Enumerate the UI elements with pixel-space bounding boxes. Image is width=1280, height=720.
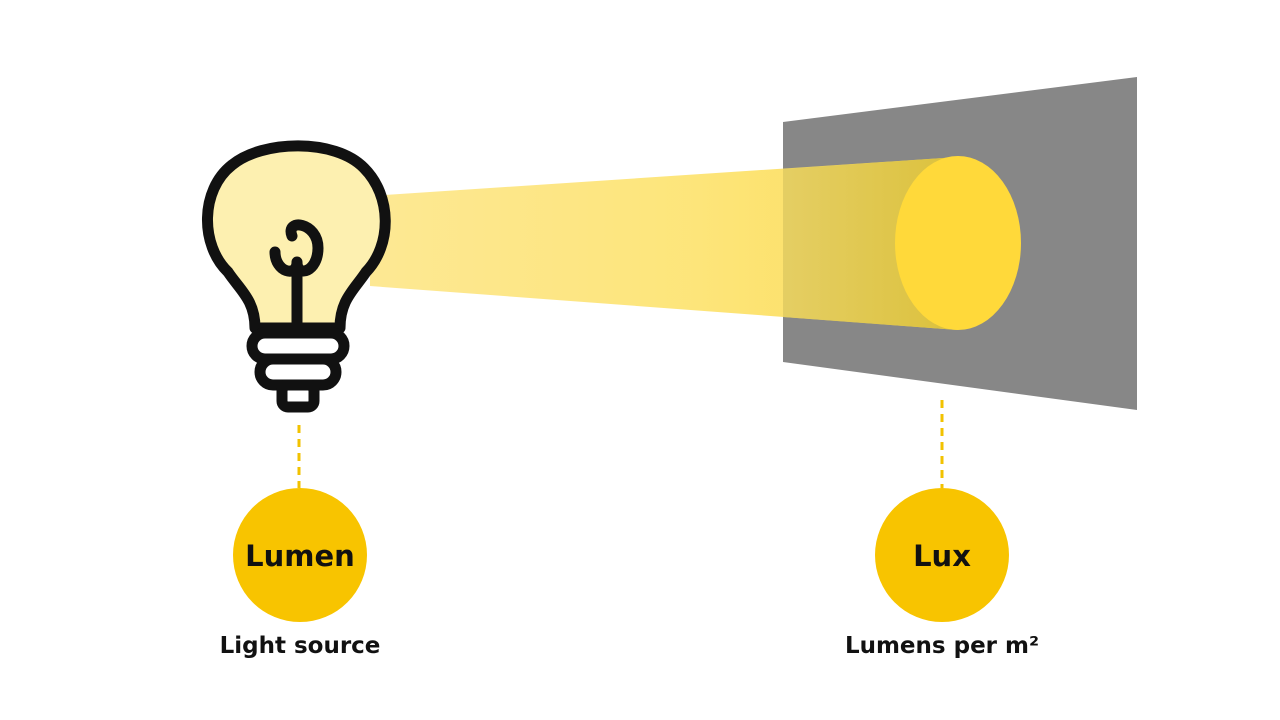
light-bulb-icon xyxy=(202,140,391,413)
lumen-badge-label: Lumen xyxy=(245,539,355,573)
light-beam xyxy=(370,156,1021,330)
lux-badge: Lux xyxy=(875,488,1009,622)
lux-badge-circle xyxy=(875,488,1009,622)
bulb-tip xyxy=(276,379,320,413)
light-spot xyxy=(895,156,1021,330)
bulb-filament xyxy=(269,219,324,334)
light-source-caption: Light source xyxy=(220,633,381,659)
lumen-badge: Lumen xyxy=(233,488,367,622)
lumens-per-m2-caption: Lumens per m² xyxy=(845,633,1039,659)
lux-badge-label: Lux xyxy=(913,539,971,573)
lumen-badge-circle xyxy=(233,488,367,622)
